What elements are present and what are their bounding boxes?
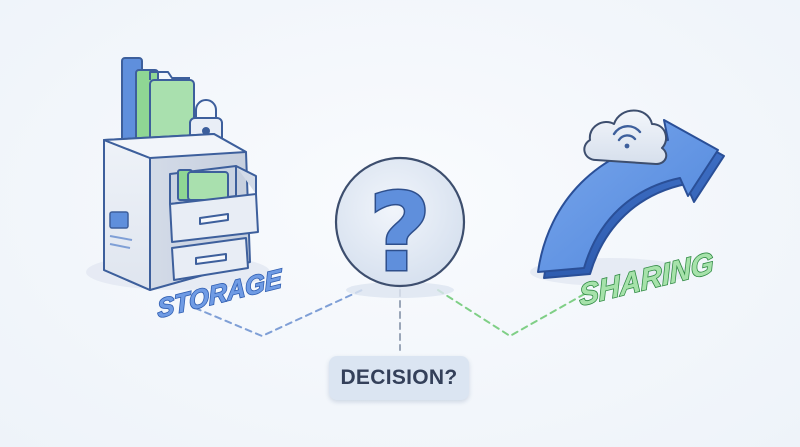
question-symbol: ? (369, 171, 432, 296)
cloud-icon (583, 109, 668, 165)
storage-cabinet-icon (86, 57, 270, 291)
sharing-label: SHARING (578, 246, 715, 313)
connector-decision-to-sharing (437, 289, 589, 338)
connector-storage-to-decision (194, 289, 363, 338)
wifi-icon (612, 125, 642, 149)
question-mark-icon: ? (334, 156, 466, 298)
cloud-share-arrow-icon (530, 109, 725, 286)
decision-badge: DECISION? (329, 356, 469, 400)
open-drawer (169, 165, 259, 243)
decision-label: DECISION? (340, 366, 458, 389)
closed-drawer (171, 237, 249, 281)
connector-lines (194, 289, 589, 351)
sharing-label-group: SHARING (577, 246, 715, 314)
